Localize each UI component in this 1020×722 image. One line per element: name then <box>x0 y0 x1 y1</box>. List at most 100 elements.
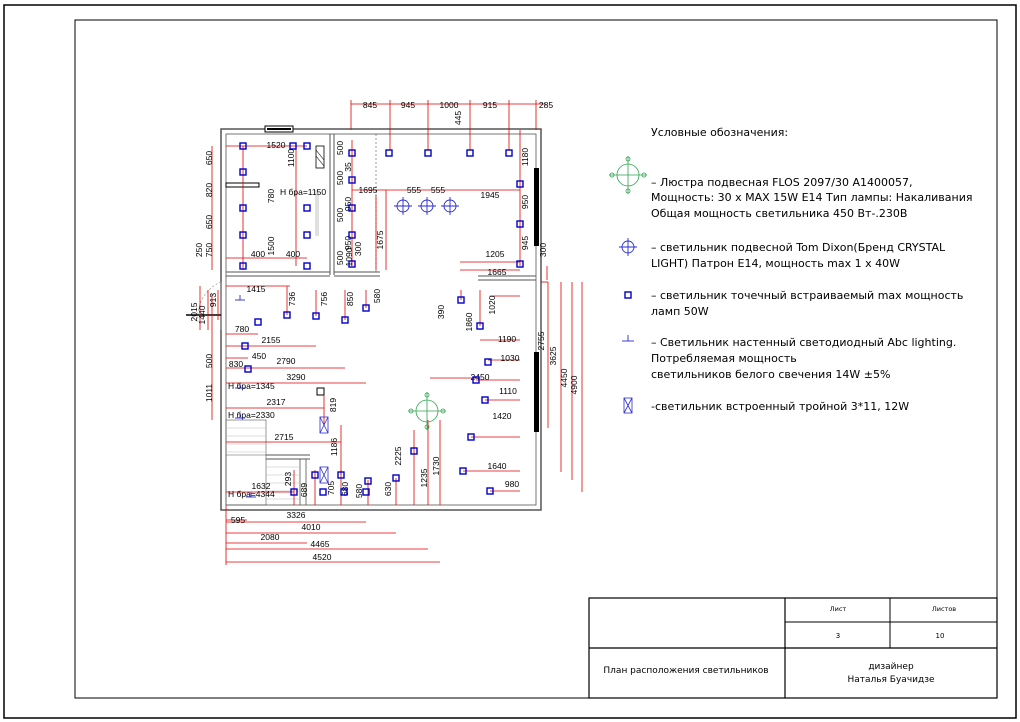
dimension-label: 750 <box>204 243 214 257</box>
wall-lamp-icon <box>622 335 634 342</box>
spotlight-icon <box>624 291 632 299</box>
dimension-label: 1030 <box>501 353 520 363</box>
legend-triple-line-1: -светильник встроенный тройной 3*11, 12W <box>651 400 909 413</box>
dimension-label: 2755 <box>536 331 546 350</box>
legend-wall-line-1: – Светильник настенный светодиодный Abc … <box>651 336 956 349</box>
spotlight-icon <box>348 149 356 157</box>
dimension-label: 1860 <box>464 312 474 331</box>
dimension-label: 445 <box>453 111 463 125</box>
spotlight-icon <box>348 176 356 184</box>
dimension-label: 555 <box>431 185 445 195</box>
spotlight-icon <box>348 204 356 212</box>
entrance-door <box>186 281 222 330</box>
legend-title: Условные обозначения: <box>651 126 788 139</box>
spotlight-icon <box>362 488 370 496</box>
spotlight-icon <box>472 376 480 384</box>
dimension-label: 705 <box>326 481 336 495</box>
spotlight-icon <box>424 149 432 157</box>
dimension-label: 1730 <box>431 456 441 475</box>
spotlight-icon <box>303 204 311 212</box>
dimension-label: 4010 <box>302 522 321 532</box>
dimension-label: 1205 <box>486 249 505 259</box>
spotlight-icon <box>516 180 524 188</box>
dimension-label: 736 <box>287 292 297 306</box>
legend-pendant-line-2: LIGHT) Патрон E14, мощность max 1 х 40W <box>651 257 900 270</box>
spotlight-icon <box>290 488 298 496</box>
dimension-label: 820 <box>204 183 214 197</box>
dimension-label: 580 <box>354 484 364 498</box>
dimension-label: 4450 <box>559 368 569 387</box>
drawing-title: План расположения светильников <box>603 666 768 676</box>
dimension-label: 400 <box>251 249 265 259</box>
dimension-label: 1180 <box>520 148 530 167</box>
spotlight-icon <box>484 358 492 366</box>
spotlight-icon <box>467 433 475 441</box>
wall-lamp-icon <box>235 383 245 389</box>
plan-fixtures <box>225 125 539 432</box>
dimension-label: 819 <box>328 398 338 412</box>
spotlight-icon <box>312 312 320 320</box>
spotlight-icon <box>459 467 467 475</box>
spotlight-icon <box>239 168 247 176</box>
dimension-label: 845 <box>363 100 377 110</box>
dimension-label: 950 <box>343 197 353 211</box>
spotlight-icon <box>392 474 400 482</box>
legend-spot-line-2: ламп 50W <box>651 305 709 318</box>
dimension-label: 500 <box>335 141 345 155</box>
dimension-label: 1090 <box>344 247 354 266</box>
dimension-label: 780 <box>235 324 249 334</box>
dimension-label: 1235 <box>419 468 429 487</box>
dimension-label: 285 <box>539 100 553 110</box>
dimension-label: 2715 <box>275 432 294 442</box>
legend-wall-line-2: Потребляемая мощность <box>651 352 797 365</box>
outer-frame <box>3 4 1017 719</box>
dimension-label: 2317 <box>267 397 286 407</box>
spotlight-icon <box>254 318 262 326</box>
dimension-label: 1665 <box>488 267 507 277</box>
dimension-label: 1520 <box>267 140 286 150</box>
dimension-label: 1420 <box>493 411 512 421</box>
height-label: Н бра=1150 <box>280 187 326 197</box>
dimension-label: 2080 <box>261 532 280 542</box>
dimension-label: 756 <box>319 292 329 306</box>
dimension-label: 4465 <box>311 539 330 549</box>
spotlight-icon <box>303 142 311 150</box>
dimension-label: 1186 <box>329 438 339 457</box>
dimension-label: 300 <box>353 242 363 256</box>
dimension-label: 830 <box>229 359 243 369</box>
dimension-label: 3326 <box>287 510 306 520</box>
spotlight-icon <box>241 342 249 350</box>
inner-frame <box>74 19 998 699</box>
dimension-lines <box>199 100 583 565</box>
sheets-count: 10 <box>936 632 945 640</box>
sheet-label: Лист <box>830 605 847 613</box>
legend-pendant-line-1: – светильник подвесной Tom Dixon(Бренд C… <box>651 241 946 254</box>
spotlight-icon <box>303 231 311 239</box>
chandelier-icon <box>609 156 647 194</box>
dimension-label: 630 <box>383 482 393 496</box>
wall-lamp-icon <box>246 492 256 498</box>
dimension-label: 1640 <box>488 461 507 471</box>
spotlight-icon <box>239 142 247 150</box>
dimension-label: 250 <box>194 243 204 257</box>
dimension-label: 913 <box>208 293 218 307</box>
spotlight-icon <box>385 149 393 157</box>
pendant-lamp-icon <box>441 197 459 215</box>
spotlight-icon <box>364 477 372 485</box>
legend-spot-line-1: – светильник точечный встраиваемый max м… <box>651 289 963 302</box>
spotlight-icon <box>239 204 247 212</box>
spotlight-icon <box>289 142 297 150</box>
dimension-label: 2155 <box>262 335 281 345</box>
spotlight-icon <box>319 488 327 496</box>
dimension-label: 500 <box>335 208 345 222</box>
legend-wall-line-3: светильников белого свечения 14W ±5% <box>651 368 890 381</box>
spotlight-icon <box>410 447 418 455</box>
dimension-label: 293 <box>283 472 293 486</box>
sheets-label: Листов <box>932 605 956 613</box>
dimension-label: 2015 <box>189 302 199 321</box>
spotlight-icon <box>505 149 513 157</box>
dimension-label: 1500 <box>266 236 276 255</box>
